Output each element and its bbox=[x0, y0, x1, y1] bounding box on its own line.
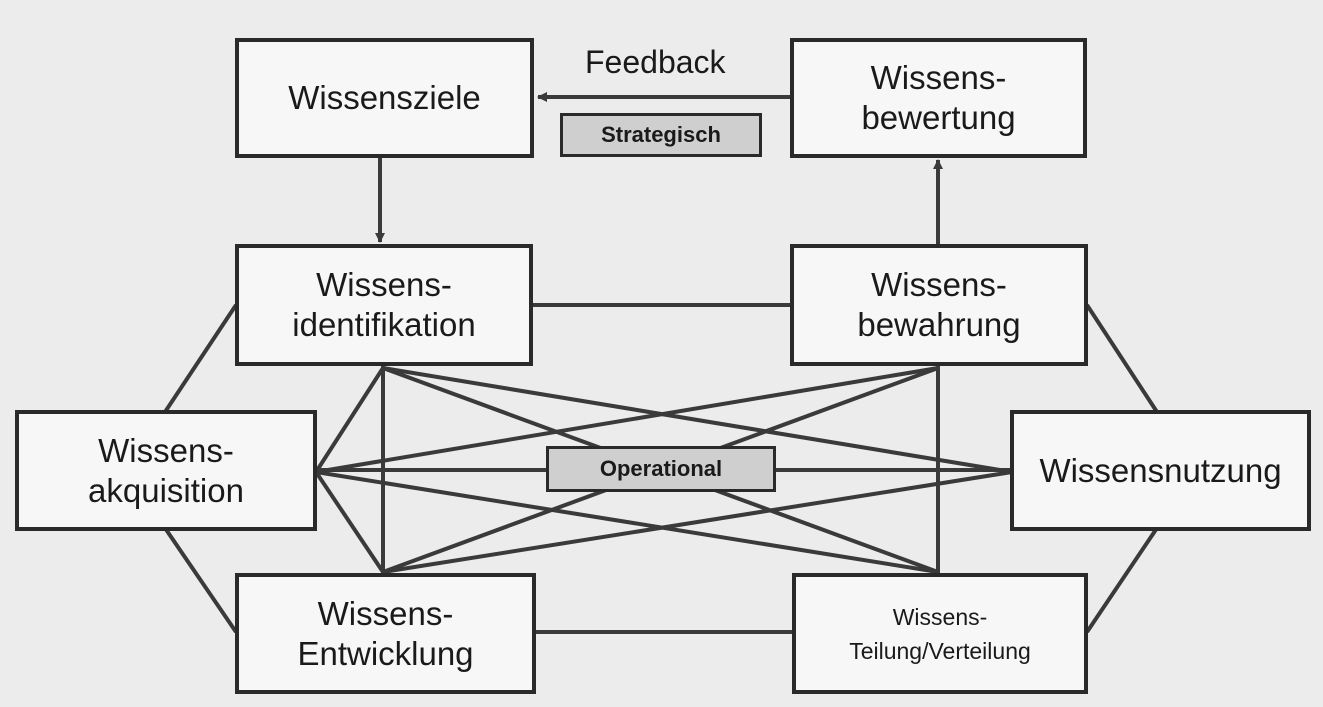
node-label: Teilung/Verteilung bbox=[849, 637, 1031, 664]
edge-akquisition-identifikation bbox=[163, 303, 238, 414]
edge-bewahrung-akquisition bbox=[315, 366, 939, 474]
operational-level-tag: Operational bbox=[546, 446, 776, 492]
node-label: Wissensnutzung bbox=[1039, 451, 1282, 489]
node-wissensentwicklung: Wissens- Entwicklung bbox=[235, 573, 536, 694]
node-label: Wissens- bbox=[317, 594, 454, 632]
edge-akquisition-teilung bbox=[315, 470, 939, 574]
node-label: identifikation bbox=[292, 306, 476, 343]
edge-nutzung-entwicklung bbox=[382, 470, 1013, 574]
node-wissensbewertung: Wissens- bewertung bbox=[790, 38, 1087, 158]
node-wissensidentifikation: Wissens- identifikation bbox=[235, 244, 533, 366]
edge-teilung-nutzung bbox=[1085, 526, 1159, 634]
node-label: Wissens- bbox=[98, 431, 234, 469]
node-label: Entwicklung bbox=[297, 634, 474, 672]
edge-akquisition-entwicklung-inner bbox=[314, 470, 385, 574]
node-label: Wissens- bbox=[870, 59, 1007, 96]
strategic-level-tag: Strategisch bbox=[560, 113, 762, 157]
node-label: Wissens- bbox=[316, 266, 452, 303]
node-label: bewertung bbox=[861, 99, 1016, 136]
node-wissensnutzung: Wissensnutzung bbox=[1010, 410, 1311, 531]
node-label: bewahrung bbox=[857, 306, 1021, 343]
feedback-label: Feedback bbox=[585, 44, 726, 80]
node-label: Wissensziele bbox=[288, 79, 481, 116]
node-label: akquisition bbox=[88, 471, 244, 509]
edge-bewahrung-nutzung bbox=[1085, 303, 1159, 414]
node-label: Wissens- bbox=[892, 603, 988, 630]
edge-akquisition-identifikation-inner bbox=[314, 366, 385, 474]
node-wissensziele: Wissensziele bbox=[235, 38, 534, 158]
node-label: Wissens- bbox=[871, 266, 1007, 303]
edge-identifikation-nutzung bbox=[382, 366, 1013, 474]
edge-akquisition-entwicklung bbox=[163, 526, 238, 634]
node-wissensakquisition: Wissens- akquisition bbox=[15, 410, 317, 531]
node-wissensteilung: Wissens- Teilung/Verteilung bbox=[792, 573, 1088, 694]
node-wissensbewahrung: Wissens- bewahrung bbox=[790, 244, 1088, 366]
